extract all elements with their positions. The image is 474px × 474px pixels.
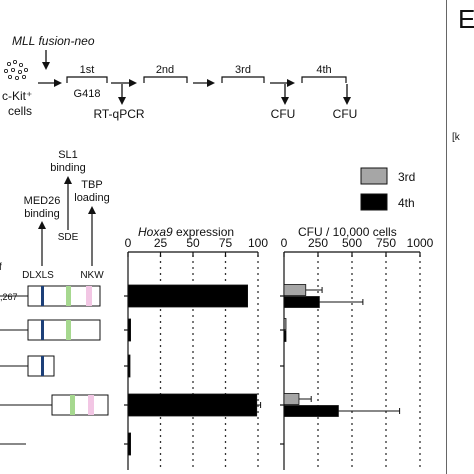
panel-letter-e: E xyxy=(458,4,474,34)
chart2-bar-4th xyxy=(283,296,320,308)
construct-1-dlxls-band xyxy=(41,286,44,306)
vector-label: MLL fusion-neo xyxy=(12,34,95,48)
chart2-bar-3rd xyxy=(283,284,307,296)
legend-swatch-3rd xyxy=(360,167,388,185)
round-2nd-label: 2nd xyxy=(156,64,174,76)
domain-annotations: SL1 binding TBP loading MED26 binding SD… xyxy=(0,149,110,302)
construct-4-sde-band xyxy=(70,395,75,415)
experimental-scheme: MLL fusion-neo c-Kit⁺ cells 1st 2nd 3rd … xyxy=(2,34,357,121)
legend: 3rd 4th xyxy=(360,167,415,211)
chart1-title-gene: Hoxa9 xyxy=(138,225,173,239)
round-1st-bracket xyxy=(66,76,108,83)
chart2-tick-label: 0 xyxy=(281,236,288,250)
chart1-bar xyxy=(127,393,258,417)
dlxls-label: DLXLS xyxy=(22,270,54,281)
construct-2-box xyxy=(27,319,101,341)
chart1-tick-label: 100 xyxy=(248,236,268,250)
chart1-bar xyxy=(127,354,131,378)
tbp-label-2: loading xyxy=(74,192,109,204)
chart2-title: CFU / 10,000 cells xyxy=(298,225,397,239)
chart2-tick-label: 500 xyxy=(342,236,362,250)
chart2-bar-4th xyxy=(283,405,339,417)
cells-icon xyxy=(4,60,28,81)
sl1-label-2: binding xyxy=(50,162,85,174)
cells-label-1: c-Kit⁺ xyxy=(2,89,32,103)
construct-1-box xyxy=(27,285,101,307)
tbp-label-1: TBP xyxy=(81,179,102,191)
hoxa9-expression-chart: Hoxa9 expression 0 25 50 75 100 xyxy=(124,225,268,470)
chart1-bar xyxy=(127,284,248,308)
nkw-label: NKW xyxy=(80,270,104,281)
chart1-title: Hoxa9 expression xyxy=(138,225,234,239)
chart1-bar xyxy=(127,432,131,456)
panel-divider xyxy=(446,0,447,474)
chart2-tick-label: 750 xyxy=(376,236,396,250)
round-2nd-bracket xyxy=(143,76,188,83)
round-4th-label: 4th xyxy=(316,64,331,76)
chart1-tick-label: 50 xyxy=(186,236,200,250)
cfu-label-4th: CFU xyxy=(333,107,358,121)
chart2-bar-3rd xyxy=(283,393,300,405)
med26-label-2: binding xyxy=(24,208,59,220)
round-1st-label: 1st xyxy=(80,64,95,76)
chart1-tick-label: 25 xyxy=(154,236,168,250)
chart2-tick-label: 250 xyxy=(308,236,328,250)
chart1-title-rest: expression xyxy=(173,225,234,239)
chart2-bar-3rd xyxy=(283,318,287,330)
med26-label-1: MED26 xyxy=(24,195,61,207)
construct-3-dlxls-band xyxy=(41,356,44,376)
chart2-bar-4th xyxy=(283,330,287,342)
cfu-chart: CFU / 10,000 cells 0 250 500 750 1000 xyxy=(280,225,434,470)
construct-4-box xyxy=(51,394,109,416)
construct-4-nkw-band xyxy=(88,395,94,415)
chart1-bar xyxy=(127,318,131,342)
rt-qpcr-label: RT-qPCR xyxy=(93,107,144,121)
construct-2-sde-band xyxy=(66,320,71,340)
legend-label-3rd: 3rd xyxy=(398,170,415,184)
legend-swatch-4th xyxy=(360,193,388,211)
construct-1-nkw-band xyxy=(86,286,92,306)
legend-label-4th: 4th xyxy=(398,196,415,210)
round-3rd-bracket xyxy=(221,76,265,83)
sde-label: SDE xyxy=(58,232,79,243)
constructs xyxy=(0,285,109,445)
cells-label-2: cells xyxy=(8,104,32,118)
round-3rd-label: 3rd xyxy=(235,64,251,76)
chart1-tick-label: 0 xyxy=(125,236,132,250)
round-4th-bracket xyxy=(301,76,347,83)
sl1-label-1: SL1 xyxy=(58,149,78,161)
cfu-label-3rd: CFU xyxy=(271,107,296,121)
g418-label: G418 xyxy=(74,88,101,100)
side-panel-fragment: [k xyxy=(452,132,460,143)
construct-2-dlxls-band xyxy=(41,320,44,340)
number-fragment: ,267 xyxy=(0,292,18,302)
chart2-tick-label: 1000 xyxy=(407,236,434,250)
chart1-tick-label: 75 xyxy=(219,236,233,250)
left-mark: f xyxy=(0,262,2,273)
construct-1-sde-band xyxy=(66,286,71,306)
